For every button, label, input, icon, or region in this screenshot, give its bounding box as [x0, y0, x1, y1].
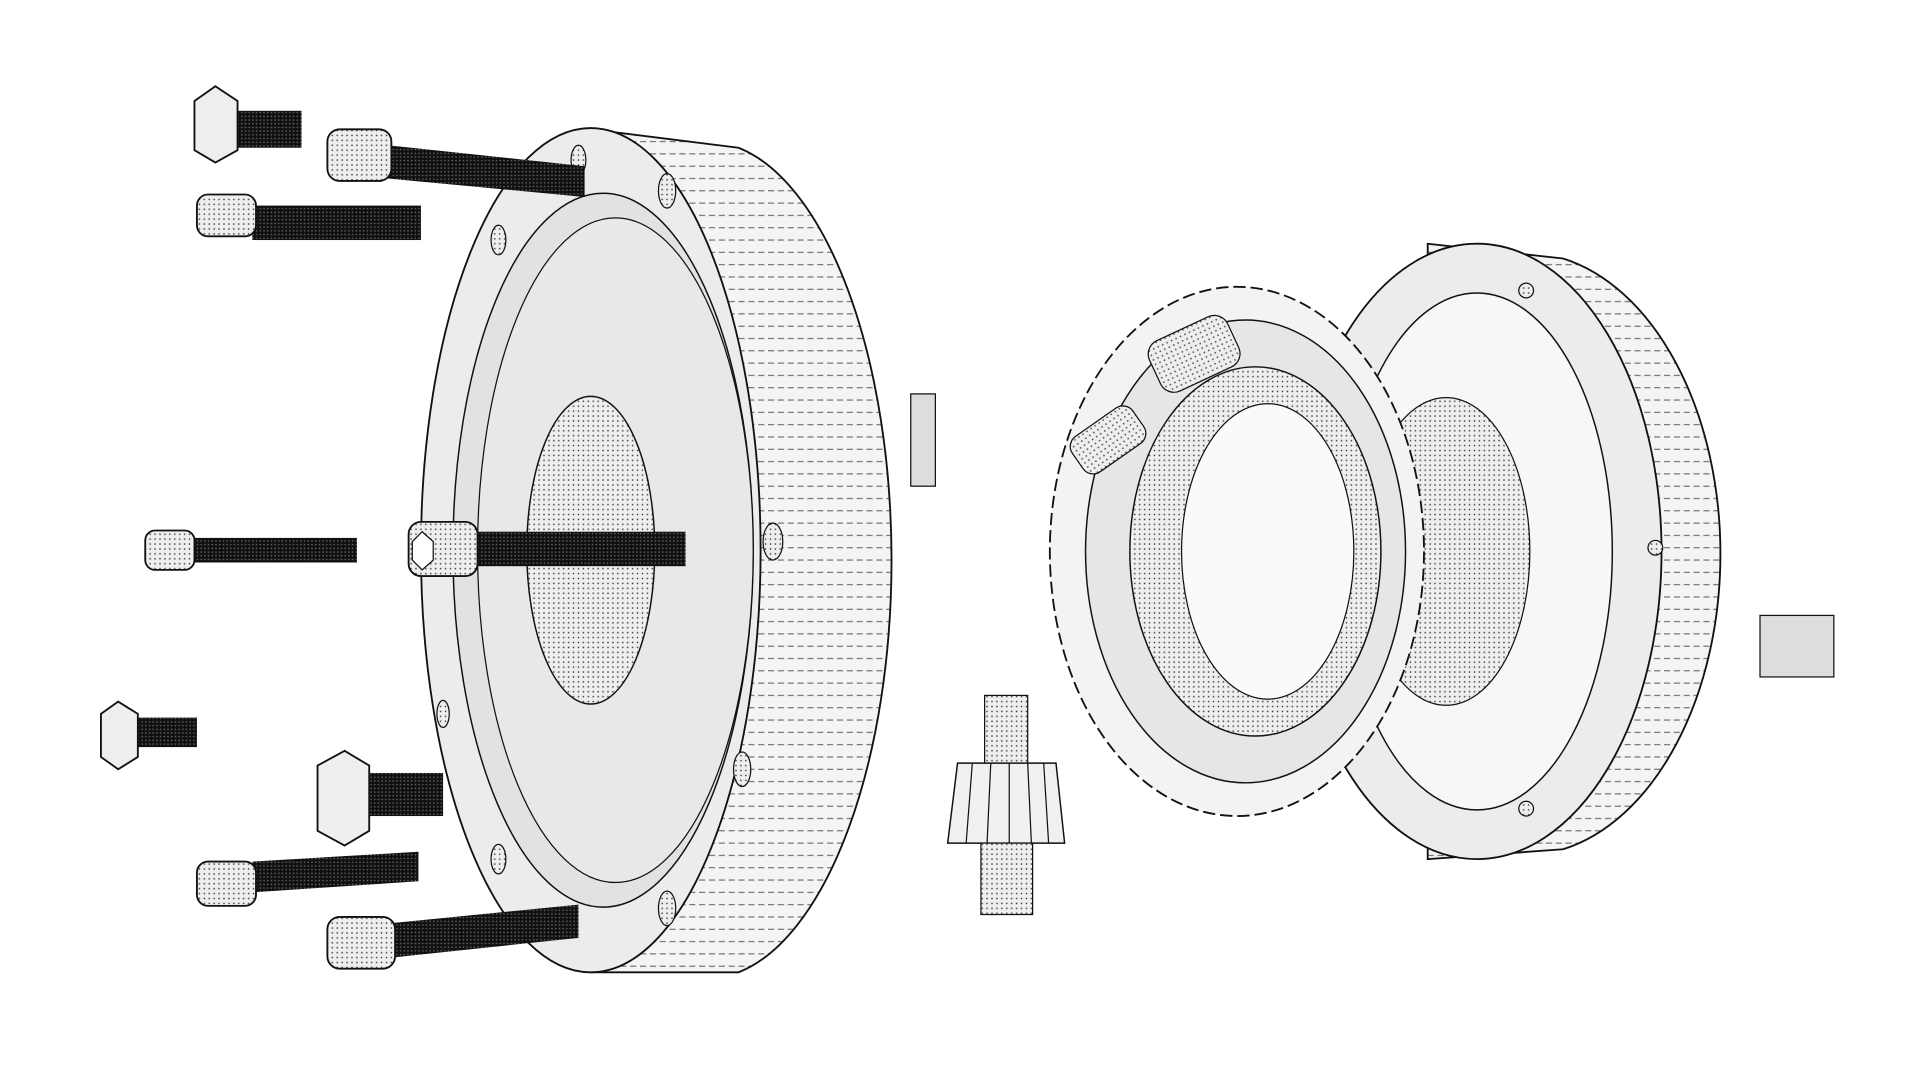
socket-head-bolt [407, 520, 686, 577]
hex-bolt [193, 85, 302, 164]
bolt-hole [732, 751, 752, 788]
bolt-hole [762, 522, 784, 561]
ring-gear-inner [1180, 403, 1355, 700]
pinion-teeth [946, 762, 1066, 844]
hex-socket-icon [411, 530, 434, 571]
grease-fitting [1759, 614, 1835, 678]
bolt-hole [657, 172, 677, 209]
differential-pin [1147, 314, 1241, 393]
hex-bolt [100, 700, 197, 771]
pinion-shaft-bottom [980, 842, 1034, 916]
socket-head-bolt [196, 851, 419, 907]
grease-fitting [910, 393, 936, 487]
bolt-hole [490, 843, 507, 875]
socket-head-bolt [196, 193, 421, 241]
socket-head-bolt [144, 529, 357, 571]
socket-head-bolt [326, 904, 579, 970]
ring-gear [1048, 285, 1425, 817]
socket-head-bolt [326, 128, 585, 197]
pinion-shaft-top [984, 694, 1029, 770]
bolts [100, 85, 686, 970]
bolt-hole [657, 890, 677, 927]
flange-bolt-holes [436, 144, 784, 927]
differential-pin [1069, 405, 1147, 475]
pinion-gear [946, 694, 1066, 916]
hex-bolt [316, 749, 444, 847]
bolt-hole [1518, 282, 1535, 299]
bolt-hole [436, 699, 450, 729]
bolt-hole [1518, 800, 1535, 817]
bolt-hole [490, 224, 507, 256]
bolt-hole [1647, 539, 1664, 556]
